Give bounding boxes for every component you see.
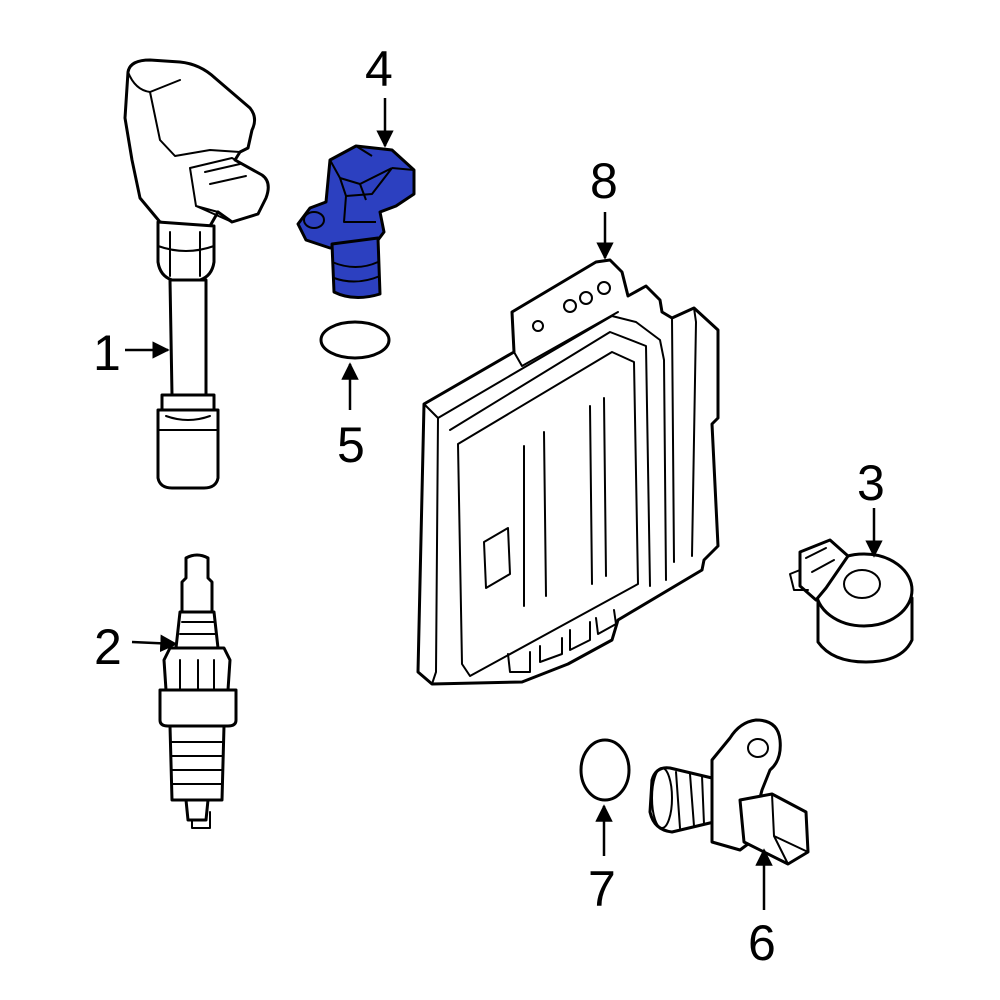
callout-2: 2 xyxy=(94,619,122,675)
callout-4: 4 xyxy=(365,41,393,97)
spark-plug[interactable] xyxy=(158,553,238,829)
crankshaft-position-sensor[interactable] xyxy=(648,718,810,866)
ignition-coil[interactable] xyxy=(123,58,270,490)
callout-8: 8 xyxy=(590,153,618,209)
leader-lines xyxy=(125,98,883,910)
o-ring-5[interactable] xyxy=(319,320,391,360)
o-ring-7[interactable] xyxy=(579,738,631,802)
leader-2 xyxy=(131,634,178,653)
knock-sensor[interactable] xyxy=(789,538,914,664)
callout-3: 3 xyxy=(857,455,885,511)
camshaft-position-sensor[interactable] xyxy=(296,144,416,299)
callout-6: 6 xyxy=(748,915,776,971)
callout-1: 1 xyxy=(93,325,121,381)
callout-7: 7 xyxy=(588,861,616,917)
engine-control-module[interactable] xyxy=(416,258,720,686)
sensor-body-shape xyxy=(296,144,416,250)
callout-5: 5 xyxy=(337,417,365,473)
callout-labels: 1 2 3 4 5 6 7 8 xyxy=(93,41,885,971)
